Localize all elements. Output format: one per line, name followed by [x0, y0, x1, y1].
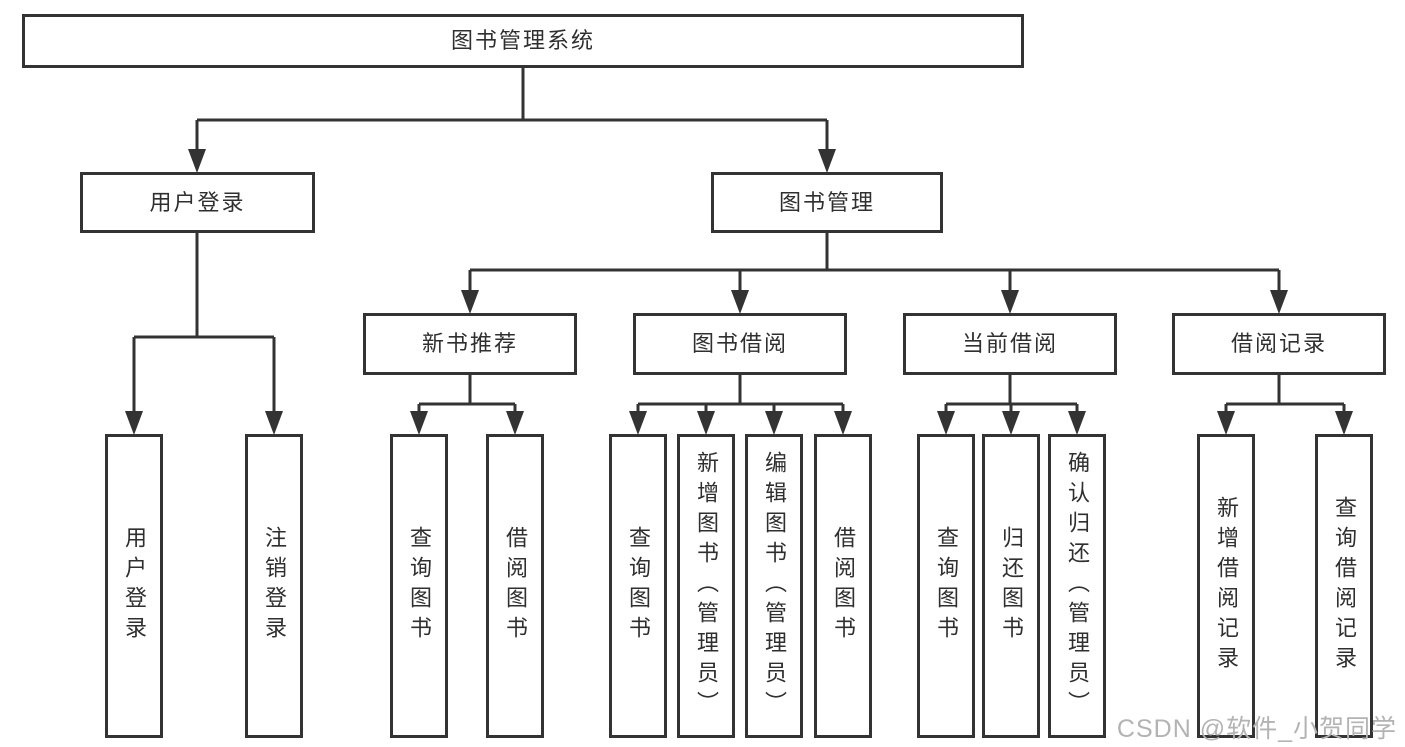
node-user-login: 用户登录 [80, 172, 315, 233]
leaf-query-books-2: 查询图书 [609, 434, 667, 738]
leaf-query-borrow-record: 查询借阅记录 [1315, 434, 1373, 738]
connector-current-borrow-to-leaves [944, 375, 1079, 414]
csdn-watermark: CSDN @软件_小贺同学 [1116, 715, 1397, 743]
node-book-management: 图书管理 [711, 172, 943, 233]
leaf-return-books: 归还图书 [982, 434, 1040, 738]
node-current-borrow: 当前借阅 [903, 313, 1117, 375]
connector-root-to-level2 [195, 67, 829, 152]
leaf-edit-book-admin: 编辑图书（管理员） [745, 434, 803, 738]
leaf-confirm-return-admin: 确认归还（管理员） [1048, 434, 1106, 738]
connector-book-borrow-to-leaves [636, 375, 845, 414]
arrowheads [125, 149, 1353, 435]
node-book-borrow: 图书借阅 [633, 313, 847, 375]
connector-borrow-records-to-leaves [1224, 375, 1346, 414]
leaf-logout: 注销登录 [245, 434, 303, 738]
node-borrow-records: 借阅记录 [1172, 313, 1386, 375]
node-new-book-recommend: 新书推荐 [363, 313, 577, 375]
connector-new-book-to-leaves [417, 375, 517, 414]
leaf-query-books-1: 查询图书 [390, 434, 448, 738]
leaf-query-books-3: 查询图书 [917, 434, 975, 738]
node-root: 图书管理系统 [22, 14, 1024, 68]
connector-book-mgmt-to-level3 [468, 233, 1281, 293]
leaf-borrow-books-1: 借阅图书 [486, 434, 544, 738]
leaf-user-login: 用户登录 [105, 434, 163, 738]
leaf-borrow-books-2: 借阅图书 [814, 434, 872, 738]
connector-user-login-to-leaves [132, 233, 276, 414]
leaf-add-book-admin: 新增图书（管理员） [677, 434, 735, 738]
leaf-add-borrow-record: 新增借阅记录 [1197, 434, 1255, 738]
